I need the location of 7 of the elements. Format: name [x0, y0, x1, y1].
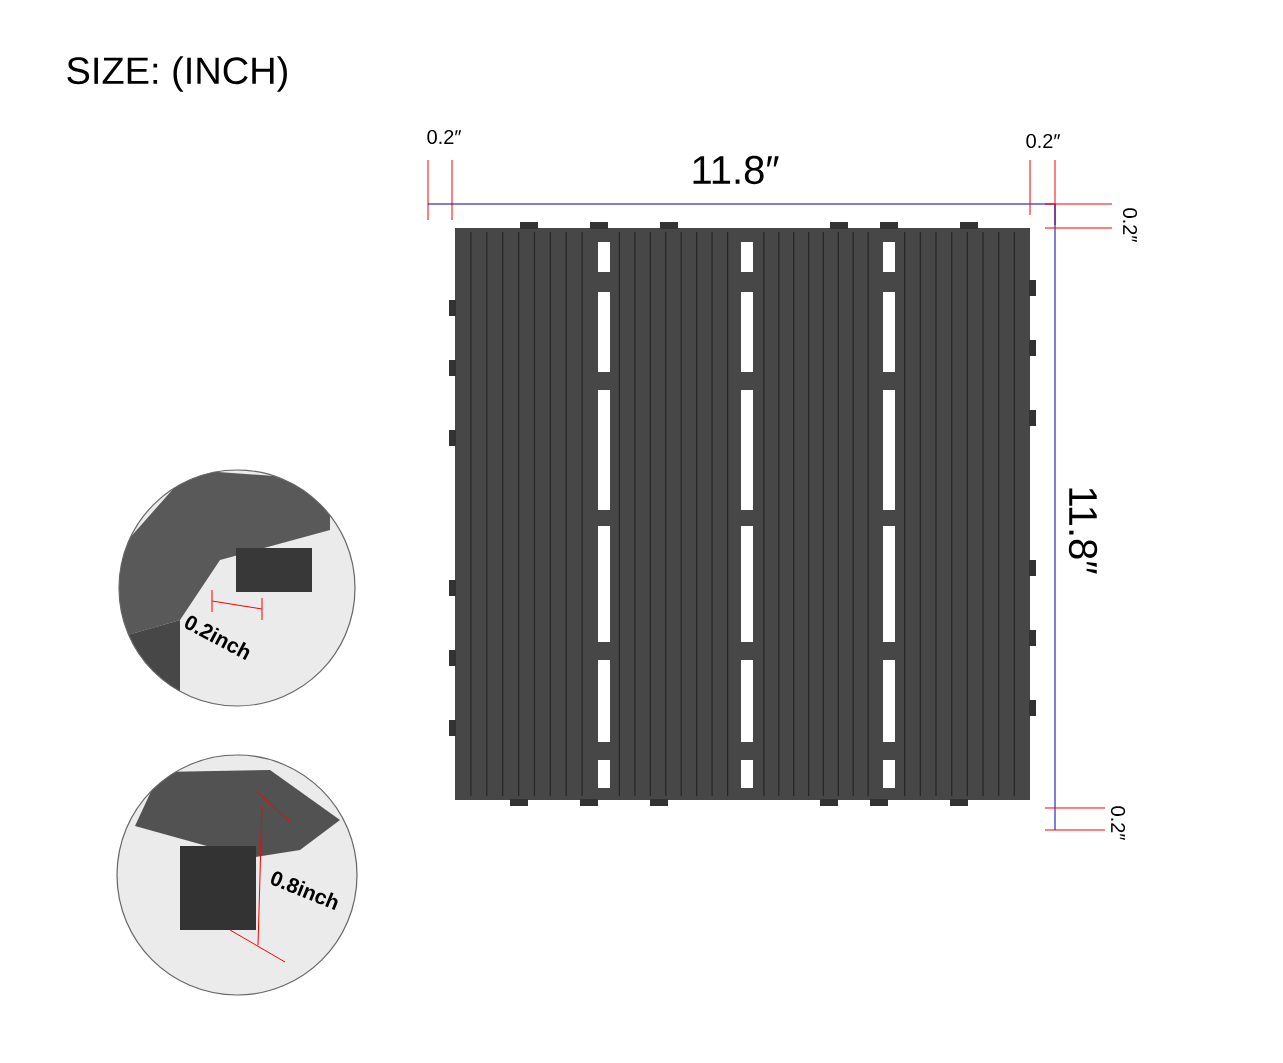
dimension-label: 0.2″: [1026, 133, 1061, 149]
dimension-label: 0.2″: [1110, 806, 1126, 841]
dimension-label: 0.2″: [427, 129, 462, 145]
title: SIZE: (INCH): [67, 56, 287, 92]
dimension-label: 11.8″: [693, 155, 779, 185]
dimension-label: 0.2″: [1122, 208, 1138, 243]
dimension-label: 11.8″: [1068, 488, 1098, 574]
